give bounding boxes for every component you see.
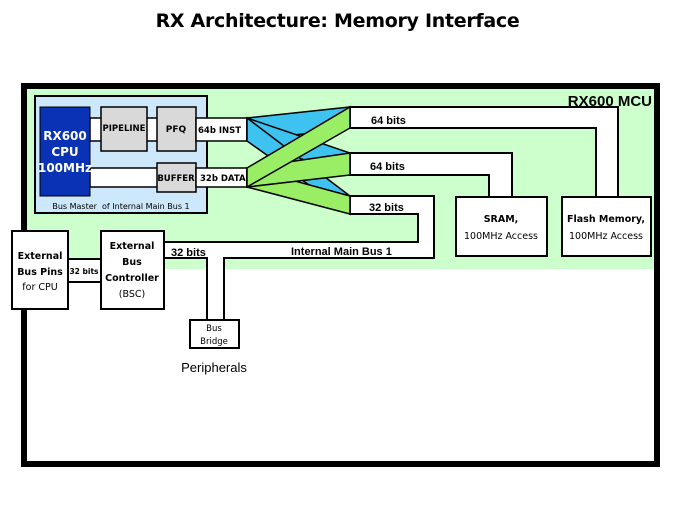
cpu-buffer-lane <box>89 167 159 188</box>
data-bus-label: 32b DATA <box>200 174 246 184</box>
pipeline-label: PIPELINE <box>103 124 146 134</box>
cpu-label-line2: CPU <box>51 145 78 159</box>
pipeline-block <box>100 106 148 152</box>
bsc-line4: (BSC) <box>119 289 145 300</box>
bsc-bus-label: 32 bits <box>171 247 206 259</box>
sram-label-line1: SRAM, <box>484 214 519 225</box>
ext-pins-line2: Bus Pins <box>17 267 63 278</box>
internal-main-bus <box>163 195 435 321</box>
inst-bus-label: 64b INST <box>198 126 241 136</box>
bus-bridge-block <box>189 319 240 349</box>
pfq-label: PFQ <box>166 125 187 135</box>
bsc-line1: External <box>110 241 155 252</box>
sram-block <box>455 196 548 257</box>
bus-bridge-line2: Bridge <box>200 337 228 347</box>
mcu-label: RX600 MCU <box>568 93 652 110</box>
sram-label-line2: 100MHz Access <box>464 231 538 242</box>
bsc-line2: Bus <box>122 257 142 268</box>
flash-block <box>561 196 652 257</box>
flash-label-line2: 100MHz Access <box>569 231 643 242</box>
cpu-label-line1: RX600 <box>43 129 87 143</box>
ext-pins-line3: for CPU <box>22 282 57 293</box>
internal-main-bus-label: Internal Main Bus 1 <box>291 246 392 258</box>
pins-bus-label: 32 bits <box>69 267 99 276</box>
sram-bus-label: 64 bits <box>370 161 405 173</box>
crossbar-data-to-flash <box>246 105 351 189</box>
buffer-label: BUFFER <box>157 174 195 184</box>
cpu-block <box>39 106 91 197</box>
flash-label-line1: Flash Memory, <box>567 214 645 225</box>
pfq-block <box>156 106 197 152</box>
buffer-block <box>156 162 197 193</box>
slide-title: RX Architecture: Memory Interface <box>155 10 520 32</box>
ext-pins-line1: External <box>18 251 63 262</box>
bsc-block <box>100 230 165 310</box>
pipeline-pfq-lane <box>145 117 159 142</box>
external-bus-pins-block <box>11 230 69 310</box>
cpu-label-line3: 100MHz <box>38 161 92 175</box>
peripherals-label: Peripherals <box>181 360 247 375</box>
bsc-line3: Controller <box>105 273 159 284</box>
bus-master-caption: Bus Master of Internal Main Bus 1 <box>52 202 189 211</box>
internal-bus-width-label: 32 bits <box>369 202 404 214</box>
cpu-pipeline-lane <box>89 117 103 142</box>
flash-bus-label: 64 bits <box>371 115 406 127</box>
crossbar-data <box>246 105 351 215</box>
bus-bridge-line1: Bus <box>206 324 222 334</box>
